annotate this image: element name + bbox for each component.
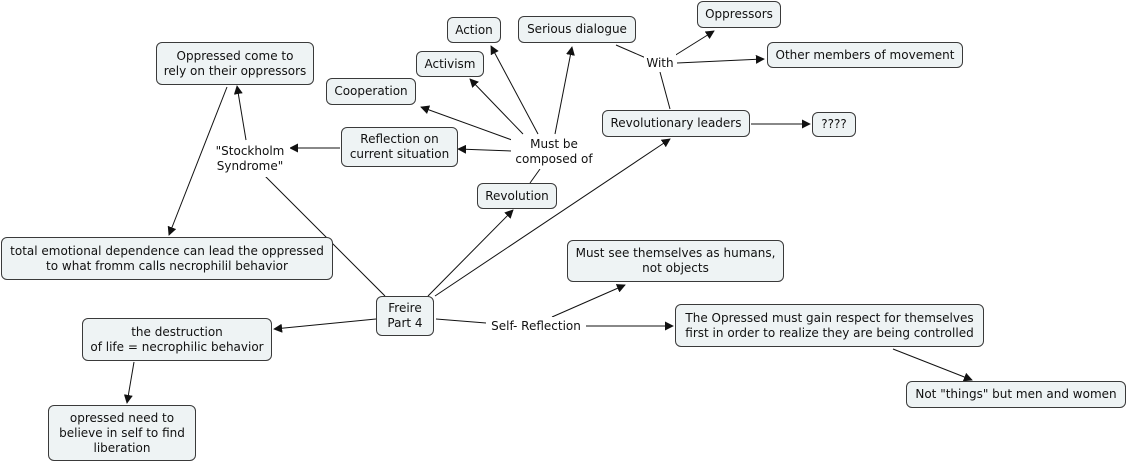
concept-not-things[interactable]: Not "things" but men and women: [906, 381, 1126, 408]
link-mustbe-dialogue: [554, 46, 575, 135]
linking-phrase-self-reflection: Self- Reflection: [486, 317, 586, 335]
link-with-oppressors: [673, 30, 715, 57]
linking-phrase-must-be: Must be composed of: [511, 135, 597, 169]
linking-phrase-stockholm: "Stockholm Syndrome": [210, 141, 290, 177]
link-freire-revleaders: [434, 138, 671, 297]
concept-destruction[interactable]: the destruction of life = necrophilic be…: [82, 318, 272, 361]
concept-gain-respect[interactable]: The Opressed must gain respect for thems…: [675, 304, 984, 347]
link-mustbe-cooperation: [420, 105, 513, 141]
link-freire-destruction: [273, 318, 377, 333]
concept-unknown[interactable]: ????: [812, 112, 856, 137]
concept-oppressed-rely[interactable]: Oppressed come to rely on their oppresso…: [156, 42, 314, 85]
link-dialogue-with: [615, 44, 647, 59]
concept-revolutionary-leaders[interactable]: Revolutionary leaders: [602, 110, 750, 137]
concept-total-dependence[interactable]: total emotional dependence can lead the …: [1, 237, 333, 280]
link-respect-notthings: [892, 348, 973, 382]
concept-believe-self[interactable]: opressed need to believe in self to find…: [48, 405, 196, 461]
link-revolution-mustbe: [529, 168, 541, 184]
concept-see-humans[interactable]: Must see themselves as humans, not objec…: [567, 240, 784, 282]
concept-action[interactable]: Action: [447, 17, 501, 43]
link-with-othermembers: [676, 54, 765, 64]
link-mustbe-reflection: [457, 144, 513, 154]
concept-revolution[interactable]: Revolution: [477, 183, 557, 209]
link-stockholm-oppressedrely: [233, 85, 247, 141]
concept-other-members[interactable]: Other members of movement: [767, 42, 963, 68]
linking-phrase-with: With: [644, 54, 676, 72]
link-mustbe-action: [490, 45, 539, 135]
concept-oppressors[interactable]: Oppressors: [697, 1, 781, 28]
concept-reflection[interactable]: Reflection on current situation: [341, 127, 458, 167]
concept-serious-dialogue[interactable]: Serious dialogue: [518, 16, 636, 43]
link-freire-selfreflection: [435, 318, 487, 324]
link-revleaders-with: [659, 71, 671, 110]
concept-activism[interactable]: Activism: [416, 51, 484, 77]
concept-freire[interactable]: Freire Part 4: [376, 296, 434, 336]
link-selfreflection-seehumans: [551, 284, 626, 318]
concept-cooperation[interactable]: Cooperation: [326, 78, 416, 105]
link-freire-stockholm: [264, 175, 386, 297]
link-oppressedrely-dependence: [167, 86, 228, 236]
link-destruction-believe: [123, 361, 135, 404]
link-freire-revolution: [427, 209, 514, 297]
link-mustbe-activism: [469, 78, 524, 135]
